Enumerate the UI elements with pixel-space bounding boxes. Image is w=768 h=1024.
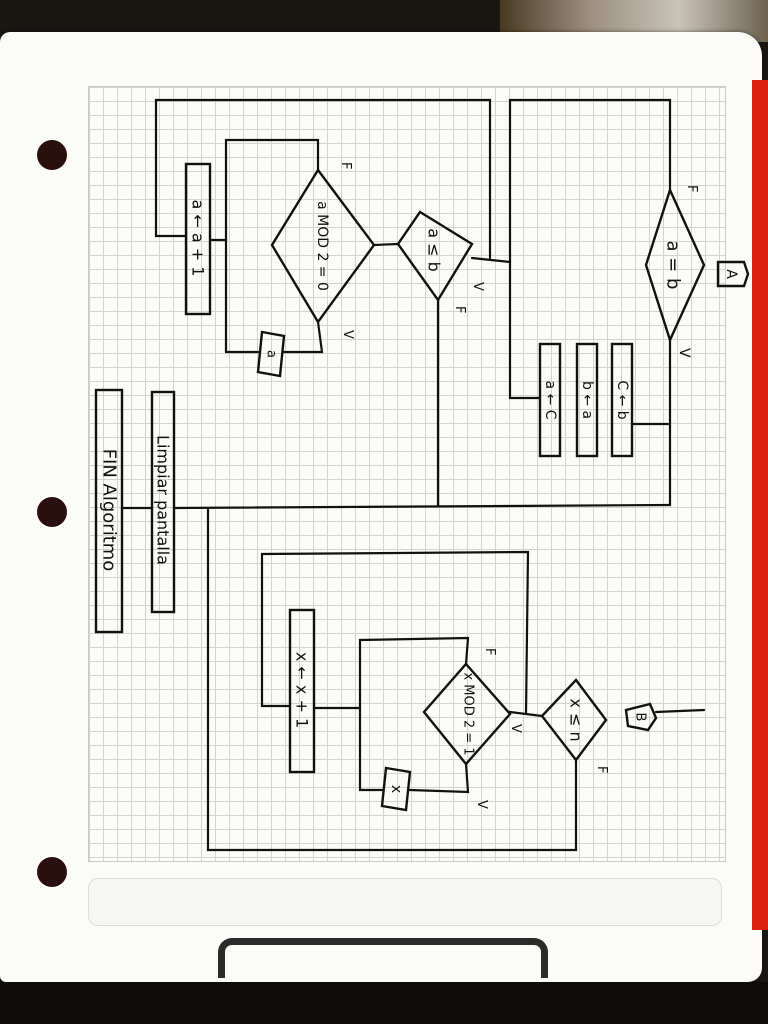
decision-a-le-b: a ≤ b	[396, 210, 474, 303]
false-label: F	[482, 648, 497, 655]
true-label: V	[470, 282, 485, 291]
svg-text:a MOD 2 = 0: a MOD 2 = 0	[314, 201, 330, 291]
process-x-increment: x ← x + 1	[288, 608, 316, 774]
decision-a-equals-b: a = b	[644, 186, 706, 344]
clipboard-clip	[218, 938, 548, 978]
svg-text:B: B	[633, 713, 648, 722]
svg-text:Limpiar pantalla: Limpiar pantalla	[154, 435, 173, 565]
decision-x-le-n: x ≤ n	[540, 678, 608, 762]
false-label: F	[594, 766, 609, 773]
true-label: V	[508, 724, 523, 733]
svg-text:x ← x + 1: x ← x + 1	[293, 652, 312, 728]
decision-a-mod-2: a MOD 2 = 0	[270, 167, 376, 325]
process-a-increment: a ← a + 1	[184, 162, 212, 316]
false-label: F	[452, 306, 467, 313]
process-clear-screen: Limpiar pantalla	[150, 390, 176, 614]
decision-x-mod-2: x MOD 2 = 1	[422, 662, 512, 766]
svg-text:b ← a: b ← a	[579, 381, 595, 419]
binder-hole	[37, 140, 67, 170]
grid-paper-area	[88, 86, 726, 862]
lower-flow-lines	[260, 550, 544, 794]
svg-text:a ← a + 1: a ← a + 1	[189, 200, 208, 277]
upper-flow-lines	[154, 98, 672, 507]
true-label: V	[340, 330, 355, 339]
svg-text:x MOD 2 = 1: x MOD 2 = 1	[461, 672, 476, 755]
svg-text:x: x	[388, 785, 404, 793]
connector-b: B	[624, 702, 658, 732]
false-label: F	[338, 162, 353, 169]
svg-text:C ← b: C ← b	[614, 380, 630, 419]
svg-text:FIN Algoritmo: FIN Algoritmo	[99, 449, 120, 572]
svg-text:a ≤ b: a ≤ b	[425, 228, 444, 272]
process-b-gets-a: b ← a	[575, 342, 599, 458]
main-merge-lines	[120, 503, 672, 852]
svg-text:A: A	[723, 269, 739, 279]
svg-text:a = b: a = b	[663, 241, 684, 290]
output-a: a	[256, 330, 286, 378]
svg-text:a ← C: a ← C	[542, 381, 558, 420]
desk-surface	[0, 982, 768, 1024]
process-c-gets-b: C ← b	[610, 342, 634, 458]
process-a-gets-c: a ← C	[538, 342, 562, 458]
output-x: x	[380, 766, 412, 812]
true-label: V	[676, 348, 692, 358]
terminal-end: FIN Algoritmo	[94, 388, 124, 634]
red-folder-edge	[752, 80, 768, 930]
binder-hole	[37, 497, 67, 527]
flow-line	[654, 708, 706, 714]
svg-text:a: a	[264, 350, 279, 358]
svg-text:x ≤ n: x ≤ n	[567, 698, 586, 741]
true-label: V	[474, 800, 489, 809]
false-label: F	[684, 185, 699, 192]
page-footer-strip	[88, 878, 722, 926]
binder-hole	[37, 857, 67, 887]
connector-a: A	[716, 260, 750, 288]
